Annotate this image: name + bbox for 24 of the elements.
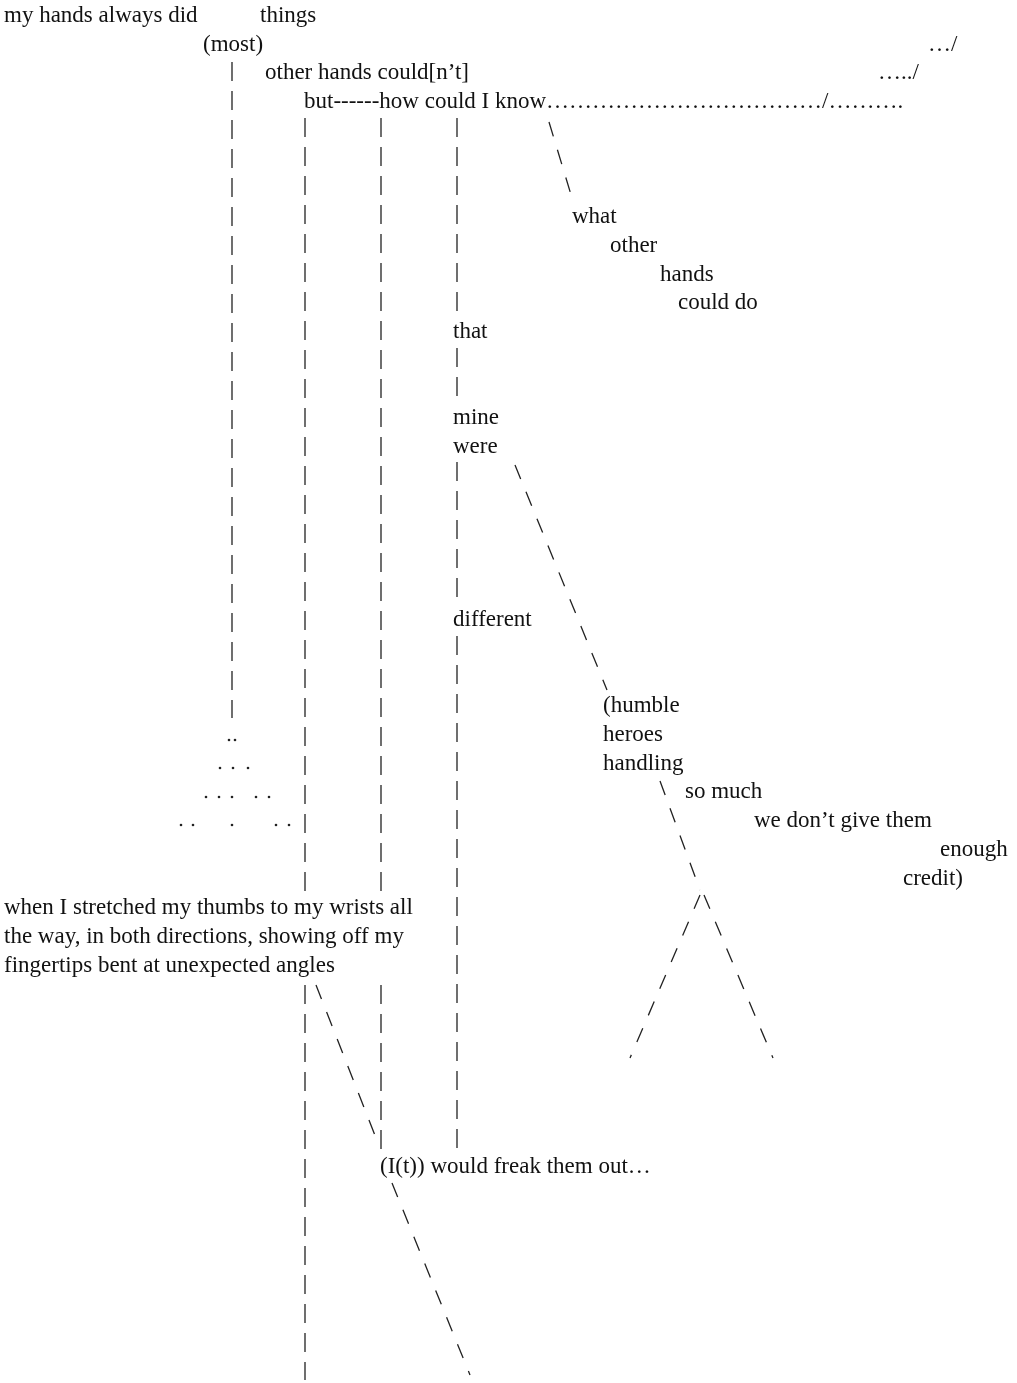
poem-line: other hands could[n’t] xyxy=(265,58,469,86)
poem-line: that xyxy=(453,317,488,345)
poem-line: when I stretched my thumbs to my wrists all the way, in both directions, showing off my fingertips bent at unexpected angles xyxy=(4,893,414,979)
poem-line: (most) xyxy=(203,30,264,58)
poem-line: things xyxy=(260,1,317,29)
poem-line: handling xyxy=(603,749,684,777)
poem-line: other xyxy=(610,231,658,259)
poem-line: so much xyxy=(685,777,763,805)
poem-line: enough xyxy=(940,835,1008,863)
poem-line: mine xyxy=(453,403,499,431)
poem-line: (I(t)) would freak them out… xyxy=(380,1152,651,1180)
poem-line: …/ xyxy=(928,30,958,58)
poem-line: heroes xyxy=(603,720,664,748)
poem-line: were xyxy=(453,432,498,460)
poem-line: my hands always did xyxy=(4,1,198,29)
poem-line: what xyxy=(572,202,617,230)
poem-line: could do xyxy=(678,288,758,316)
poem-line: hands xyxy=(660,260,714,288)
poem-line: but------how could I know………………………………/………. xyxy=(304,87,904,115)
poem-line: credit) xyxy=(903,864,963,892)
poem-line: we don’t give them xyxy=(754,806,932,834)
poem-line: …../ xyxy=(878,58,919,86)
poem-line: different xyxy=(453,605,532,633)
poem-line: (humble xyxy=(603,691,680,719)
